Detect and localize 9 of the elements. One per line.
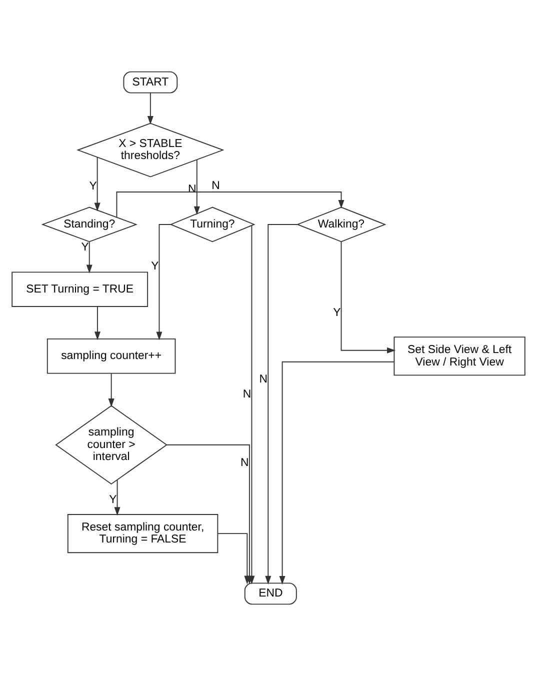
- edge-label: N: [240, 456, 249, 468]
- edge-label: Y: [89, 180, 97, 192]
- edge-label: Y: [333, 306, 341, 318]
- edge-label: Y: [81, 240, 89, 253]
- edge-label: Y: [109, 493, 117, 506]
- edge-label: Y: [151, 260, 159, 272]
- edge-label: N: [259, 373, 268, 386]
- edge-label: N: [212, 179, 220, 192]
- edge-label: N: [242, 388, 252, 400]
